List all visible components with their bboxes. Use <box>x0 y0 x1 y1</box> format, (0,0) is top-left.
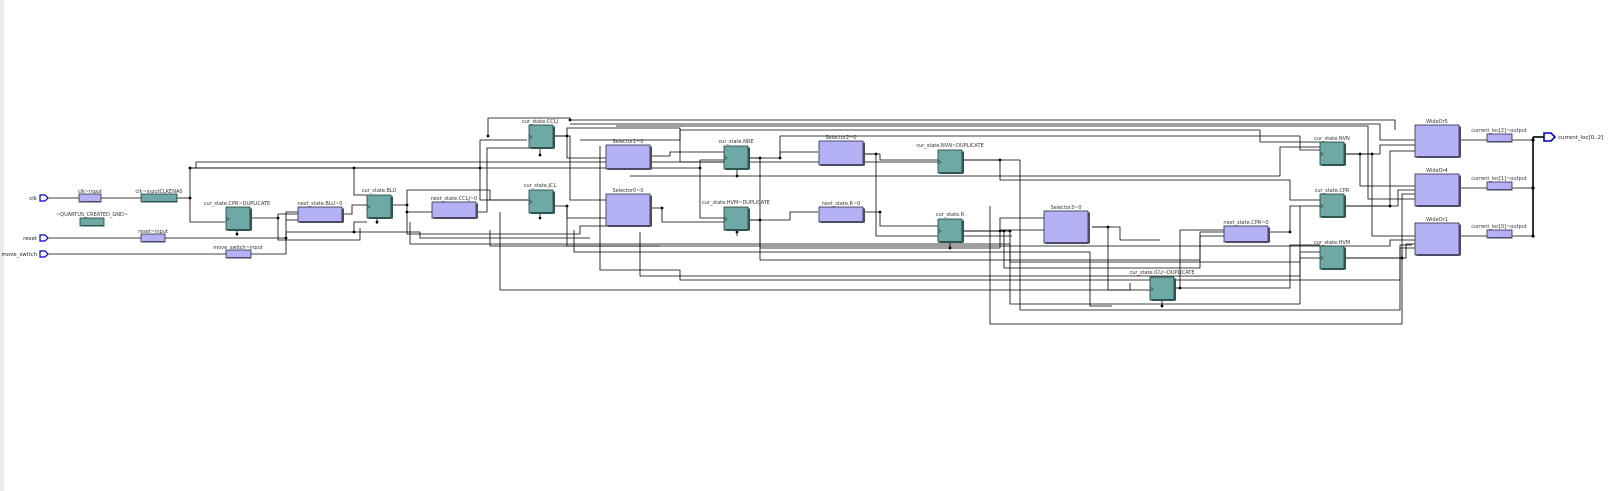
node-label: cur_state.NVN <box>1314 136 1350 142</box>
register-nre: cur_state.NRE <box>718 139 754 176</box>
logic-selector2: Selector2~0 <box>818 135 865 166</box>
node-label: cur_state.CCLJ <box>522 119 558 125</box>
logic-next-state-cclj: next_state.CCLJ~0 <box>431 196 478 219</box>
node-label: WideOr1 <box>1426 217 1448 223</box>
node-label: next_state.CPR~0 <box>1223 220 1268 226</box>
input-port-glyph <box>39 234 49 242</box>
logic-selector0: Selector0~0 <box>605 188 652 227</box>
register-cpr-duplicate: cur_state.CPR~DUPLICATE <box>204 201 270 236</box>
register-hvm-duplicate: cur_state.HVM~DUPLICATE <box>702 200 770 236</box>
node-label: cur_state.R <box>936 212 965 218</box>
junctions <box>188 118 1535 308</box>
port-label-reset: reset <box>23 236 38 242</box>
node-label: WideOr5 <box>1426 119 1448 125</box>
node-label: next_state.BLU~0 <box>298 201 343 207</box>
node-label: cur_state.ICU~DUPLICATE <box>1129 270 1194 276</box>
register-nvn: cur_state.NVN <box>1314 136 1350 166</box>
register-cclj: cur_state.CCLJ <box>522 119 558 155</box>
output-buffer-1: current_loc[1]~output <box>1471 176 1527 191</box>
node-label: Selector3~0 <box>1050 205 1081 211</box>
register-r: cur_state.R <box>936 212 965 248</box>
input-port-clk: clk <box>29 194 49 202</box>
logic-wideor1: WideOr1 <box>1414 217 1461 256</box>
wires <box>48 117 1534 325</box>
port-label-move-switch: move_switch <box>1 252 37 258</box>
node-label: cur_state.CPR <box>1315 188 1350 194</box>
node-label: ~QUARTUS_CREATED_GND~ <box>56 212 128 218</box>
node-label: cur_state.HVM <box>1314 240 1350 246</box>
register-jcl: cur_state.JCL <box>524 183 557 219</box>
node-label: cur_state.HVM~DUPLICATE <box>702 200 770 206</box>
logic-wideor4: WideOr4 <box>1414 168 1461 207</box>
node-label: current_loc[2]~output <box>1471 128 1527 134</box>
logic-next-state-cpr: next_state.CPR~0 <box>1223 220 1270 243</box>
node-label: cur_state.BLU <box>362 188 397 194</box>
output-buffer-0: current_loc[0]~output <box>1471 224 1527 239</box>
node-label: current_loc[1]~output <box>1471 176 1527 182</box>
node-label: next_state.R~0 <box>822 201 861 207</box>
logic-next-state-blu: next_state.BLU~0 <box>298 201 344 223</box>
logic-wideor5: WideOr5 <box>1414 119 1461 158</box>
register-nvn-duplicate: cur_state.NVN~DUPLICATE <box>916 143 984 174</box>
port-label-current-loc: current_loc[0..2] <box>1558 135 1603 141</box>
output-port-current-loc: current_loc[0..2] <box>1543 132 1603 142</box>
logic-selector3: Selector3~0 <box>1043 205 1090 244</box>
output-port-glyph <box>1543 132 1557 142</box>
input-port-glyph <box>39 250 49 258</box>
reset-input-buffer: reset~input <box>138 229 168 243</box>
clk-ctrl-buffer: clk~inputCLKENA0 <box>135 189 183 203</box>
input-port-reset: reset <box>23 234 49 242</box>
move-switch-input-buffer: move_switch~input <box>213 245 263 259</box>
node-label: cur_state.NRE <box>718 139 753 145</box>
node-label: move_switch~input <box>213 245 263 251</box>
register-cpr: cur_state.CPR <box>1315 188 1350 218</box>
node-label: cur_state.CPR~DUPLICATE <box>204 201 270 207</box>
node-label: Selector2~0 <box>825 135 856 141</box>
logic-selector1: Selector1~0 <box>605 139 652 170</box>
register-blu: cur_state.BLU <box>362 188 397 224</box>
register-hvm: cur_state.HVM <box>1314 240 1350 270</box>
node-label: cur_state.NVN~DUPLICATE <box>916 143 983 149</box>
node-label: clk~inputCLKENA0 <box>135 189 182 195</box>
input-port-glyph <box>39 194 49 202</box>
quartus-gnd: ~QUARTUS_CREATED_GND~ <box>56 212 128 227</box>
left-gutter <box>0 0 4 491</box>
node-label: current_loc[0]~output <box>1471 224 1527 230</box>
clk-input-buffer: clk~input <box>78 189 102 203</box>
register-icu-duplicate: cur_state.ICU~DUPLICATE <box>1129 270 1195 306</box>
node-label: reset~input <box>138 229 168 235</box>
node-label: next_state.CCLJ~0 <box>431 196 477 202</box>
output-buffer-2: current_loc[2]~output <box>1471 128 1527 143</box>
input-port-move-switch: move_switch <box>1 250 49 258</box>
logic-next-state-r: next_state.R~0 <box>818 201 865 223</box>
node-label: Selector1~0 <box>612 139 643 145</box>
node-label: Selector0~0 <box>612 188 643 194</box>
node-label: WideOr4 <box>1426 168 1448 174</box>
port-label-clk: clk <box>29 196 38 202</box>
node-label: clk~input <box>78 189 102 195</box>
node-label: cur_state.JCL <box>524 183 557 189</box>
